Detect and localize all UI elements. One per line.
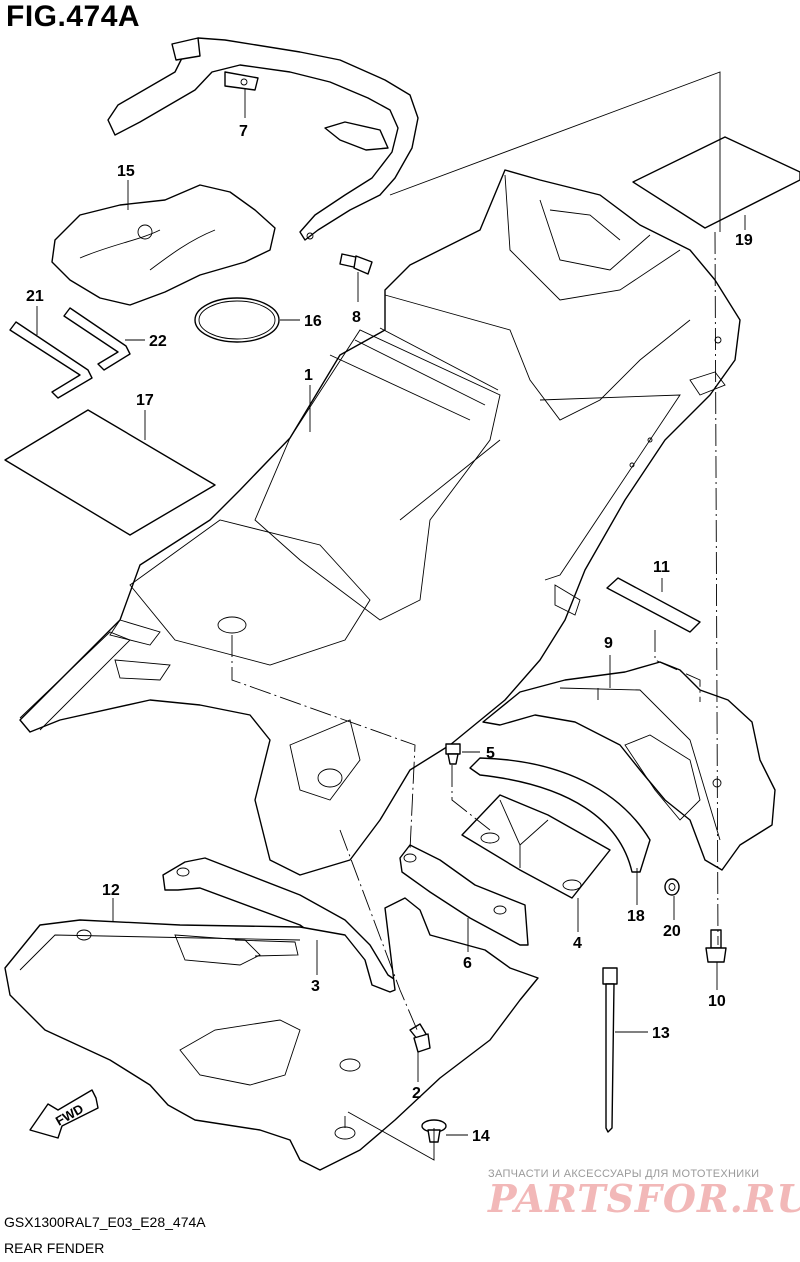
callout-labels: 7 8 15 16 21 22 17 1 19 11 9 5 18 4 20 6…: [26, 123, 753, 1145]
part-1-rear-fender[interactable]: [19, 169, 741, 876]
callout-3: 3: [311, 978, 320, 995]
part-9-cover[interactable]: [482, 661, 776, 871]
part-5-clip[interactable]: [445, 743, 461, 765]
part-21-hex-key[interactable]: [9, 321, 93, 399]
leader-lines: [36, 88, 746, 1136]
part-16-o-ring[interactable]: [194, 297, 280, 343]
callout-9: 9: [604, 635, 613, 652]
part-22-hex-key[interactable]: [63, 307, 131, 371]
part-13-cable-tie[interactable]: [602, 967, 618, 1133]
callout-17: 17: [136, 392, 154, 409]
part-7-grab-rail[interactable]: [107, 37, 419, 241]
watermark-logo: PARTSFOR.RU: [488, 1176, 800, 1221]
callout-5: 5: [486, 745, 495, 762]
callout-15: 15: [117, 163, 135, 180]
reference-lines: [231, 71, 721, 1161]
part-6-bracket[interactable]: [399, 844, 529, 946]
figure-code: GSX1300RAL7_E03_E28_474A: [4, 1214, 206, 1230]
part-20-washer[interactable]: [664, 878, 680, 896]
callout-6: 6: [463, 955, 472, 972]
part-12-undertray[interactable]: [4, 897, 539, 1171]
part-15-cover[interactable]: [51, 184, 276, 306]
callout-18: 18: [627, 908, 645, 925]
callout-21: 21: [26, 288, 44, 305]
figure-title: FIG.474A: [6, 0, 141, 33]
callout-12: 12: [102, 882, 120, 899]
callout-7: 7: [239, 123, 248, 140]
callout-2: 2: [412, 1085, 421, 1102]
callout-20: 20: [663, 923, 681, 940]
callout-10: 10: [708, 993, 726, 1010]
part-2-bolt[interactable]: [409, 1023, 431, 1053]
callout-13: 13: [652, 1025, 670, 1042]
part-19-sheet[interactable]: [632, 136, 800, 229]
part-8-bolt[interactable]: [339, 253, 373, 275]
callout-16: 16: [304, 313, 322, 330]
part-4-bracket[interactable]: [461, 794, 611, 899]
callout-4: 4: [573, 935, 582, 952]
callout-11: 11: [653, 559, 670, 576]
callout-1: 1: [304, 367, 313, 384]
part-11-sheet[interactable]: [606, 577, 701, 633]
callout-14: 14: [472, 1128, 490, 1145]
part-14-screw[interactable]: [421, 1119, 447, 1143]
part-17-sheet[interactable]: [4, 409, 216, 536]
figure-name: REAR FENDER: [4, 1240, 105, 1256]
part-18-trim[interactable]: [469, 757, 651, 873]
part-10-bolt[interactable]: [705, 929, 727, 963]
fwd-direction-arrow: FWD: [29, 1089, 99, 1139]
watermark-caption: ЗАПЧАСТИ И АКСЕССУАРЫ ДЛЯ МОТОТЕХНИКИ: [488, 1168, 760, 1180]
callout-19: 19: [735, 232, 753, 249]
callout-22: 22: [149, 333, 167, 350]
callout-8: 8: [352, 309, 361, 326]
